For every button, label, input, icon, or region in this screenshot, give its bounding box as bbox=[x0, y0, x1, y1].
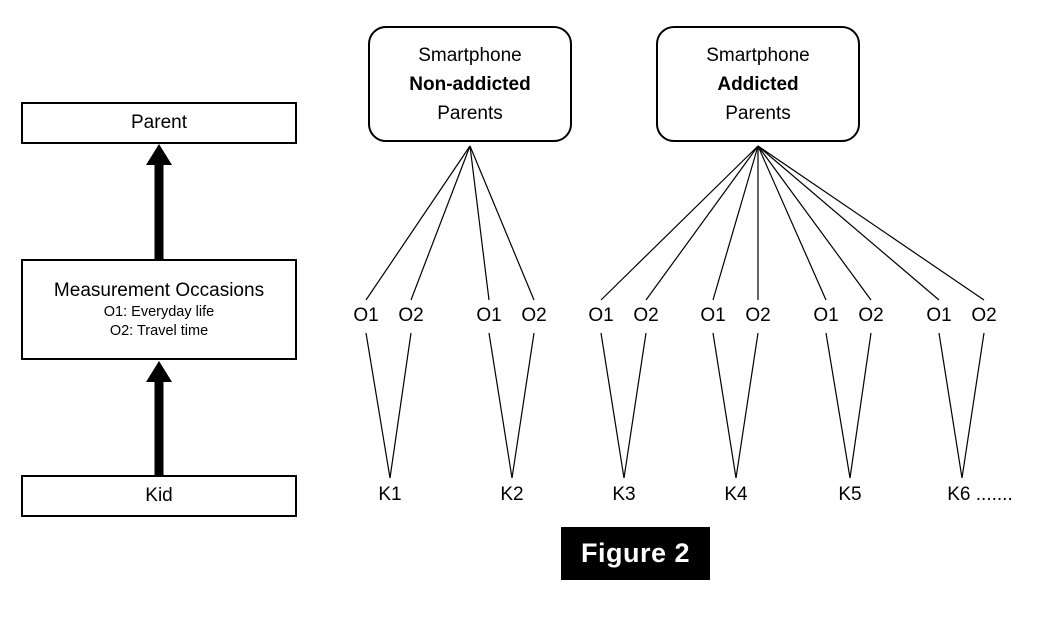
occasion-label-1: O1 bbox=[353, 305, 379, 326]
kid-label-5: K5 bbox=[838, 484, 862, 505]
edge-o2f-to-k6 bbox=[961, 332, 985, 479]
edge-o2c-to-k3 bbox=[623, 332, 647, 479]
level-box-kid: Kid bbox=[21, 475, 297, 517]
level-box-kid-title: Kid bbox=[145, 485, 173, 506]
kid-label-1: K1 bbox=[378, 484, 402, 505]
occasion-label-6: O2 bbox=[633, 305, 659, 326]
occasion-label-5: O1 bbox=[588, 305, 614, 326]
occasion-label-7: O1 bbox=[700, 305, 726, 326]
group-box-non-addicted-line-3: Parents bbox=[437, 102, 503, 124]
occasion-label-3: O1 bbox=[476, 305, 502, 326]
edge-o1f-to-k6 bbox=[938, 332, 963, 479]
kid-label-6: K6 ....... bbox=[947, 484, 1013, 505]
arrowhead-icon bbox=[146, 361, 172, 382]
edge-o2a-to-k1 bbox=[389, 332, 412, 479]
arrowhead-icon bbox=[146, 144, 172, 165]
edge-nonaddicted-to-o1b bbox=[469, 145, 490, 301]
edge-o1a-to-k1 bbox=[365, 332, 391, 479]
edge-addicted-to-o1d bbox=[757, 145, 940, 301]
edge-o1e-to-k5 bbox=[825, 332, 851, 479]
edge-o1d-to-k4 bbox=[712, 332, 737, 479]
occasion-label-12: O2 bbox=[971, 305, 997, 326]
level-box-parent-title: Parent bbox=[131, 112, 187, 133]
level-box-measurement-occasions-title: Measurement Occasions bbox=[53, 279, 265, 301]
group-box-non-addicted-line-1: Smartphone bbox=[418, 44, 522, 66]
occasion-label-2: O2 bbox=[398, 305, 424, 326]
edge-o2d-to-k4 bbox=[735, 332, 759, 479]
occasion-label-9: O1 bbox=[813, 305, 839, 326]
occasion-label-4: O2 bbox=[521, 305, 547, 326]
arrow-up-icon-measurement-to-parent bbox=[135, 144, 183, 259]
kid-label-3: K3 bbox=[612, 484, 636, 505]
arrow-up-icon-kid-to-measurement bbox=[135, 361, 183, 475]
edge-nonaddicted-to-o2a bbox=[410, 145, 471, 301]
edge-addicted-to-o1a bbox=[600, 145, 759, 301]
edge-o1c-to-k3 bbox=[600, 332, 625, 479]
edge-addicted-to-o1b bbox=[712, 145, 759, 301]
edge-o2e-to-k5 bbox=[849, 332, 872, 479]
edge-o1b-to-k2 bbox=[488, 332, 513, 479]
figure-caption: Figure 2 bbox=[561, 527, 710, 580]
group-box-addicted-line-3: Parents bbox=[725, 102, 791, 124]
occasion-label-11: O1 bbox=[926, 305, 952, 326]
group-box-non-addicted-line-2: Non-addicted bbox=[409, 73, 531, 95]
group-box-addicted-line-2: Addicted bbox=[717, 73, 799, 95]
group-box-non-addicted-parents: Smartphone Non-addicted Parents bbox=[368, 26, 572, 142]
occasion-label-8: O2 bbox=[745, 305, 771, 326]
kid-label-2: K2 bbox=[500, 484, 524, 505]
edge-nonaddicted-to-o2b bbox=[469, 145, 535, 301]
group-box-addicted-line-1: Smartphone bbox=[706, 44, 810, 66]
edge-addicted-to-o2a bbox=[645, 145, 759, 301]
level-box-measurement-occasions: Measurement Occasions O1: Everyday life … bbox=[21, 259, 297, 360]
edge-o2b-to-k2 bbox=[511, 332, 535, 479]
edge-addicted-to-o2c bbox=[757, 145, 872, 301]
arrow-shaft bbox=[154, 165, 164, 259]
edge-addicted-to-o1c bbox=[757, 145, 827, 301]
level-box-parent: Parent bbox=[21, 102, 297, 144]
group-box-addicted-parents: Smartphone Addicted Parents bbox=[656, 26, 860, 142]
kid-label-4: K4 bbox=[724, 484, 748, 505]
edge-addicted-to-o2d bbox=[757, 145, 985, 301]
arrow-shaft bbox=[154, 382, 164, 475]
edge-nonaddicted-to-o1a bbox=[365, 145, 471, 301]
occasion-label-10: O2 bbox=[858, 305, 884, 326]
level-box-measurement-occasions-sub-1: O1: Everyday life bbox=[103, 303, 215, 320]
level-box-measurement-occasions-sub-2: O2: Travel time bbox=[109, 322, 209, 339]
